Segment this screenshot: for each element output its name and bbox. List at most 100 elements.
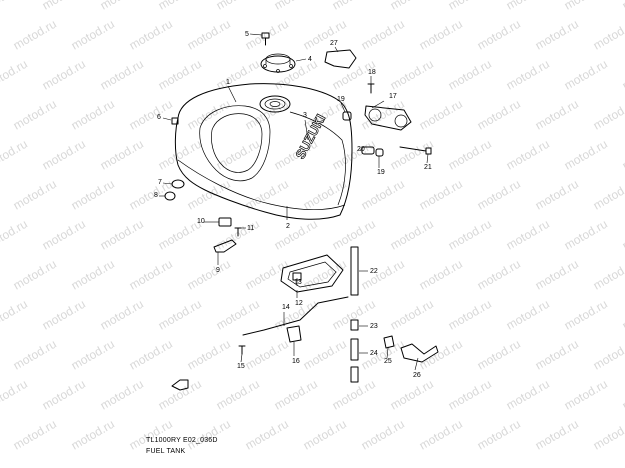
part-number-label: 7	[158, 179, 162, 186]
watermark-text: motod.ru	[156, 297, 204, 333]
watermark-text: motod.ru	[330, 137, 378, 173]
watermark-text: motod.ru	[591, 97, 625, 133]
watermark-text: motod.ru	[69, 337, 117, 373]
watermark-text: motod.ru	[359, 417, 407, 453]
watermark-text: motod.ru	[417, 97, 465, 133]
leader-line	[304, 119, 309, 141]
watermark-text: motod.ru	[0, 297, 30, 333]
watermark-text: motod.ru	[330, 0, 378, 13]
watermark-text: motod.ru	[214, 377, 262, 413]
watermark-text: motod.ru	[533, 17, 581, 53]
leader-line	[162, 182, 173, 185]
part-number-label: 23	[370, 323, 378, 330]
leader-line	[162, 117, 172, 121]
watermark-text: motod.ru	[11, 257, 59, 293]
part-number-label: 8	[154, 192, 158, 199]
watermark-text: motod.ru	[620, 0, 625, 13]
watermark-text: motod.ru	[98, 377, 146, 413]
watermark-text: motod.ru	[359, 17, 407, 53]
watermark-text: motod.ru	[388, 217, 436, 253]
watermark-text: motod.ru	[40, 377, 88, 413]
part-number-label: 13	[294, 279, 302, 286]
bolt-11	[234, 227, 242, 237]
bolt-18	[367, 83, 375, 94]
cap-bolt	[261, 32, 270, 46]
watermark-text: motod.ru	[504, 57, 552, 93]
watermark-text: motod.ru	[127, 17, 175, 53]
watermark-text: motod.ru	[620, 137, 625, 173]
part-number-label: 18	[368, 69, 376, 76]
leader-line	[386, 347, 389, 359]
watermark-text: motod.ru	[40, 217, 88, 253]
hose-tip	[350, 366, 359, 383]
callout-labels: 1234567891011121314151617181919202122232…	[154, 31, 432, 379]
watermark-text: motod.ru	[475, 257, 523, 293]
watermark-text: motod.ru	[591, 17, 625, 53]
watermark-text: motod.ru	[591, 337, 625, 373]
watermark-text: motod.ru	[388, 0, 436, 13]
watermark-text: motod.ru	[40, 0, 88, 13]
hose-24	[350, 338, 359, 361]
watermark-text: motod.ru	[417, 17, 465, 53]
watermark-text: motod.ru	[446, 57, 494, 93]
watermark-text: motod.ru	[243, 97, 291, 133]
part-number-label: 6	[157, 114, 161, 121]
part-number-label: 2	[286, 223, 290, 230]
watermark-text: motod.ru	[243, 337, 291, 373]
watermark-text: motod.ru	[11, 417, 59, 453]
part-number-label: 12	[295, 300, 303, 307]
watermark-text: motod.ru	[0, 217, 30, 253]
front-arrow-icon	[171, 379, 189, 391]
watermark-text: motod.ru	[533, 97, 581, 133]
watermark-text: motod.ru	[156, 377, 204, 413]
watermark-text: motod.ru	[98, 0, 146, 13]
leader-line	[371, 100, 385, 109]
watermark-text: motod.ru	[388, 57, 436, 93]
watermark-text: motod.ru	[446, 137, 494, 173]
watermark-text: motod.ru	[417, 337, 465, 373]
watermark-text: motod.ru	[562, 217, 610, 253]
watermark-text: motod.ru	[562, 137, 610, 173]
watermark-text: motod.ru	[388, 377, 436, 413]
watermark-text: motod.ru	[504, 217, 552, 253]
watermark-text: motod.ru	[475, 177, 523, 213]
part-number-label: 9	[216, 267, 220, 274]
watermark-text: motod.ru	[446, 217, 494, 253]
watermark-text: motod.ru	[0, 0, 30, 13]
watermark-text: motod.ru	[127, 97, 175, 133]
watermark-text: motod.ru	[214, 137, 262, 173]
watermark-text: motod.ru	[301, 417, 349, 453]
watermark-text: motod.ru	[272, 377, 320, 413]
watermark-text: motod.ru	[504, 0, 552, 13]
watermark-text: motod.ru	[475, 17, 523, 53]
watermark-text: motod.ru	[69, 417, 117, 453]
clamp	[286, 325, 302, 343]
watermark-text: motod.ru	[417, 417, 465, 453]
part-number-label: 17	[389, 93, 397, 100]
watermark-text: motod.ru	[11, 97, 59, 133]
part-number-label: 5	[245, 31, 249, 38]
watermark-text: motod.ru	[591, 417, 625, 453]
watermark-text: motod.ru	[388, 297, 436, 333]
fuel-cap	[260, 53, 296, 73]
watermark-text: motod.ru	[127, 337, 175, 373]
cushion-10	[218, 217, 232, 227]
watermark-text: motod.ru	[475, 97, 523, 133]
watermark-text: motod.ru	[243, 257, 291, 293]
part-number-label: 19	[337, 96, 345, 103]
watermark-text: motod.ru	[185, 257, 233, 293]
watermark-text: motod.ru	[272, 217, 320, 253]
leader-line	[227, 85, 237, 103]
part-number-label: 10	[197, 218, 205, 225]
watermark-text: motod.ru	[98, 217, 146, 253]
watermark-text: motod.ru	[127, 177, 175, 213]
part-number-label: 1	[226, 79, 230, 86]
diagram-code: TL1000RY E02_036D	[146, 437, 218, 444]
watermark-text: motod.ru	[156, 137, 204, 173]
watermark-text: motod.ru	[475, 337, 523, 373]
watermark-text: motod.ru	[562, 0, 610, 13]
watermark-text: motod.ru	[272, 0, 320, 13]
plate	[324, 49, 357, 69]
watermark-text: motod.ru	[214, 0, 262, 13]
